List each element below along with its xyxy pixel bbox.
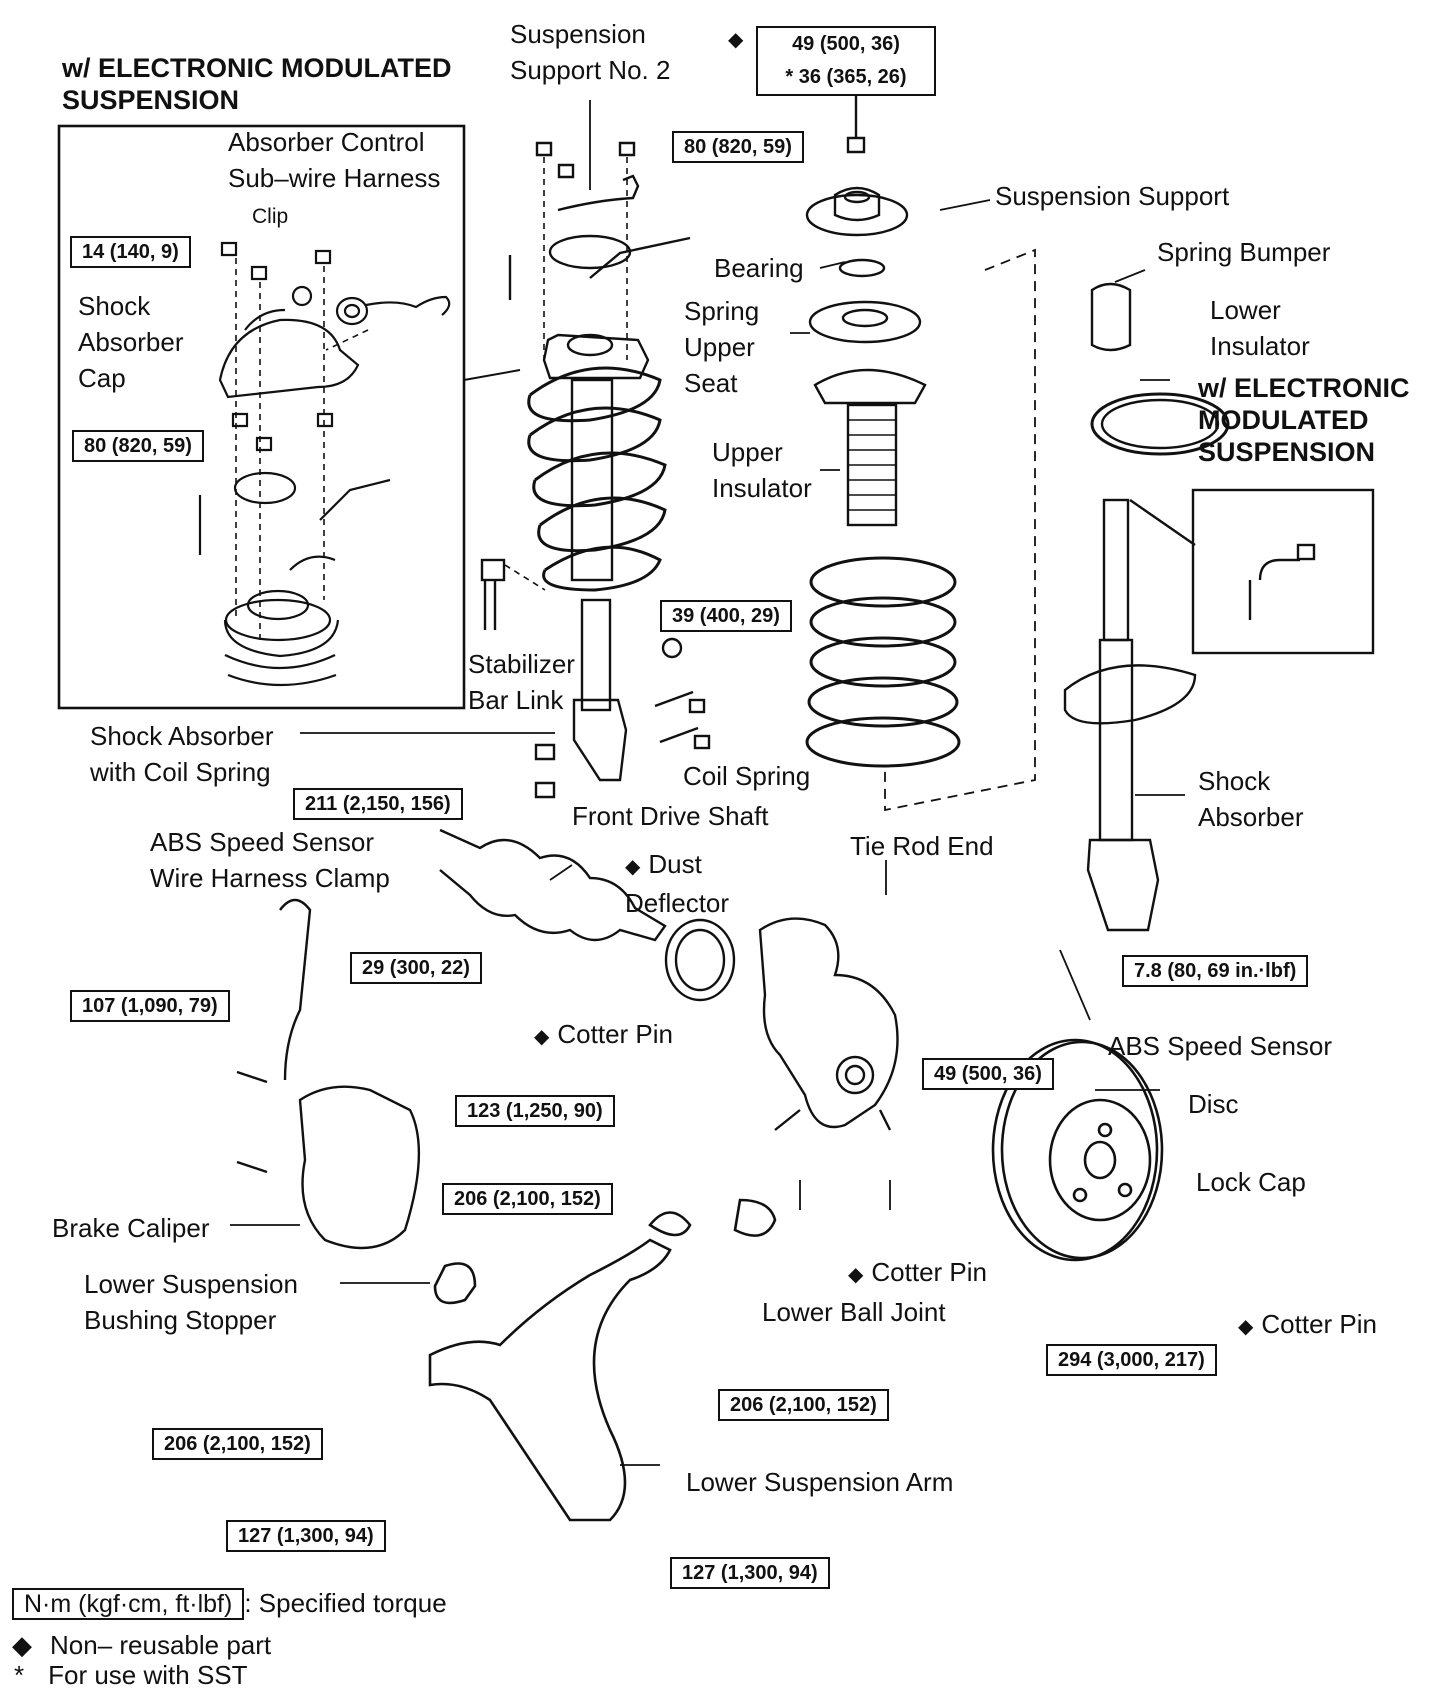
ems-title-right: w/ ELECTRONIC MODULATED SUSPENSION — [1198, 373, 1410, 467]
label-lower-suspension-arm: Lower Suspension Arm — [686, 1467, 954, 1497]
brake-disc — [991, 1038, 1164, 1262]
label-front-drive-shaft: Front Drive Shaft — [572, 801, 769, 831]
torque-80a: 80 (820, 59) — [672, 131, 804, 163]
torque-29: 29 (300, 22) — [350, 952, 482, 984]
label-upper-insulator: Upper Insulator — [712, 437, 812, 503]
label-spring-bumper: Spring Bumper — [1157, 237, 1331, 267]
legend-sst: *For use with SST — [14, 1660, 248, 1690]
label-abs-speed-sensor: ABS Speed Sensor — [1108, 1031, 1333, 1061]
label-dust-deflector: ◆Dust Deflector — [625, 849, 730, 918]
ems-title-left: w/ ELECTRONIC MODULATED SUSPENSION — [62, 53, 452, 115]
legend-torque-desc: : Specified torque — [244, 1588, 447, 1618]
torque-211: 211 (2,150, 156) — [293, 788, 463, 820]
label-cotter-pin-2: ◆Cotter Pin — [848, 1257, 987, 1287]
label-lower-bushing-stopper: Lower Suspension Bushing Stopper — [84, 1269, 298, 1335]
nonreusable-marker-top: ◆ — [728, 29, 744, 51]
ems-inset-box — [57, 124, 466, 710]
torque-107: 107 (1,090, 79) — [70, 990, 230, 1022]
label-cotter-pin-1: ◆Cotter Pin — [534, 1019, 673, 1049]
label-clip: Clip — [252, 205, 289, 228]
label-suspension-support: Suspension Support — [995, 181, 1230, 211]
label-disc: Disc — [1188, 1089, 1239, 1119]
torque-7-8: 7.8 (80, 69 in.·lbf) — [1122, 955, 1309, 987]
torque-14: 14 (140, 9) — [70, 236, 191, 268]
brake-caliper — [236, 898, 421, 1250]
label-lower-ball-joint: Lower Ball Joint — [762, 1297, 946, 1327]
torque-127b: 127 (1,300, 94) — [670, 1557, 830, 1589]
label-abs-clamp: ABS Speed Sensor Wire Harness Clamp — [150, 827, 390, 893]
label-lock-cap: Lock Cap — [1196, 1167, 1306, 1197]
label-shock-with-coil: Shock Absorber with Coil Spring — [90, 721, 274, 787]
label-spring-upper-seat: Spring Upper Seat — [684, 296, 760, 398]
label-brake-caliper: Brake Caliper — [52, 1213, 210, 1243]
label-cotter-pin-3: ◆Cotter Pin — [1238, 1309, 1377, 1339]
drive-shaft — [439, 828, 736, 1002]
torque-127a: 127 (1,300, 94) — [226, 1520, 386, 1552]
lower-suspension-arm — [428, 1198, 777, 1522]
label-coil-spring: Coil Spring — [683, 761, 811, 791]
label-suspension-support-no2: Suspension Support No. 2 — [510, 19, 671, 85]
label-bearing: Bearing — [714, 253, 804, 283]
torque-206c: 206 (2,100, 152) — [152, 1428, 323, 1460]
inset-parts — [198, 241, 451, 687]
label-shock-absorber-cap: Shock Absorber Cap — [78, 291, 184, 393]
legend-torque-unit: N·m (kgf·cm, ft·lbf) — [12, 1588, 245, 1620]
torque-206b: 206 (2,100, 152) — [718, 1389, 889, 1421]
steering-knuckle — [758, 917, 899, 1131]
torque-39: 39 (400, 29) — [660, 600, 792, 632]
torque-80b: 80 (820, 59) — [72, 430, 204, 462]
leader-lines — [230, 100, 1185, 1466]
label-lower-insulator: Lower Insulator — [1210, 295, 1310, 361]
label-shock-absorber: Shock Absorber — [1198, 766, 1304, 832]
strut-assembly — [480, 141, 711, 799]
torque-294: 294 (3,000, 217) — [1046, 1344, 1217, 1376]
torque-123: 123 (1,250, 90) — [455, 1095, 615, 1127]
exploded-parts — [805, 95, 1036, 812]
torque-49b: 49 (500, 36) — [922, 1058, 1054, 1090]
label-tie-rod-end: Tie Rod End — [850, 831, 994, 861]
torque-box-top: 49 (500, 36) * 36 (365, 26) — [756, 26, 936, 96]
legend-nonreusable: ◆Non– reusable part — [12, 1630, 272, 1660]
right-shock — [1063, 282, 1375, 932]
legend-torque: N·m (kgf·cm, ft·lbf): Specified torque — [12, 1586, 447, 1621]
label-stabilizer-bar-link: Stabilizer Bar Link — [468, 649, 575, 715]
torque-206a: 206 (2,100, 152) — [442, 1183, 613, 1215]
label-absorber-control-harness: Absorber Control Sub–wire Harness — [228, 127, 441, 193]
